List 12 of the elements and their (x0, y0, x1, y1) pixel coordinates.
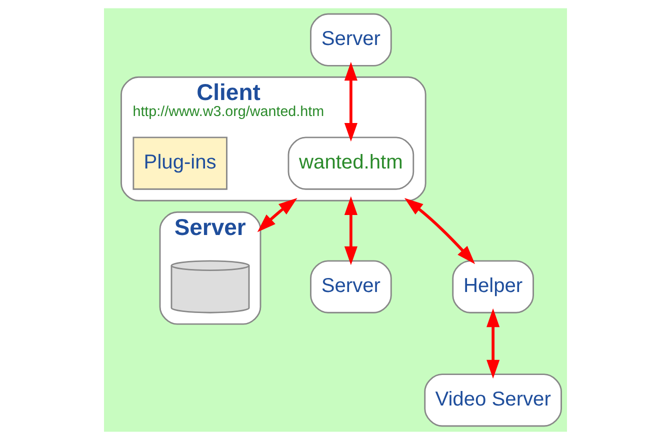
node-box: Plug-ins (132, 136, 227, 190)
arrow (344, 196, 357, 266)
node-box: Helper (452, 260, 534, 314)
cluster: Server (158, 211, 261, 325)
node-box: Server (310, 260, 392, 314)
arrow (344, 62, 357, 142)
arrow (256, 198, 297, 232)
node-box: Video Server (424, 374, 562, 427)
arrow (486, 308, 500, 379)
node-box: wanted.htm (287, 136, 414, 190)
node-box: Server (310, 13, 392, 66)
arrow (404, 198, 475, 264)
